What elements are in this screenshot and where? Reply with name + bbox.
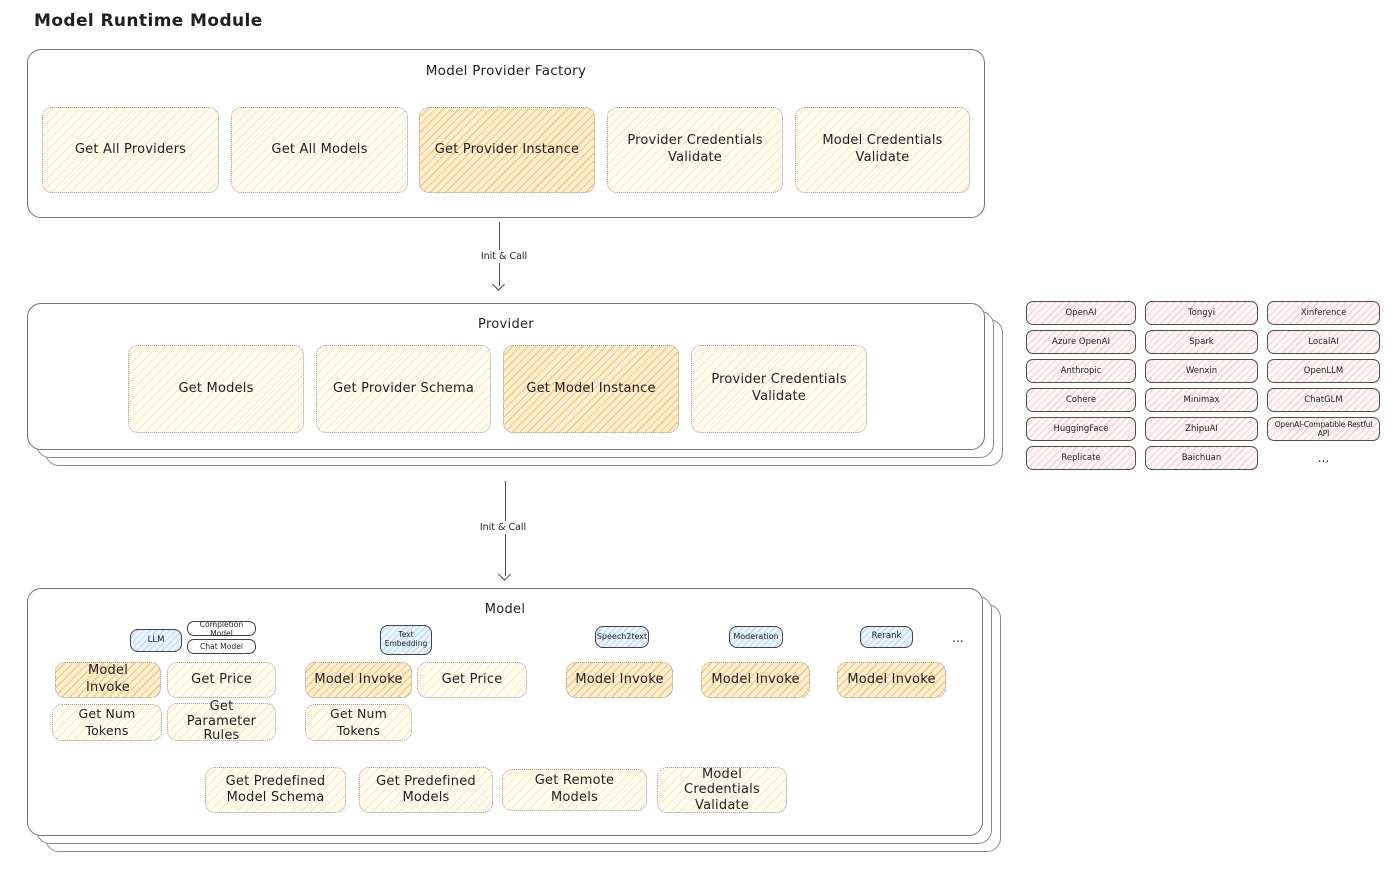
node-provider-credentials-validate-2: Provider Credentials Validate bbox=[691, 345, 867, 433]
vendor-spark: Spark bbox=[1145, 330, 1258, 354]
tag-moderation: Moderation bbox=[729, 626, 783, 648]
node-get-all-models: Get All Models bbox=[231, 107, 408, 193]
vendor-tongyi: Tongyi bbox=[1145, 301, 1258, 325]
vendor-openllm: OpenLLM bbox=[1267, 359, 1380, 383]
node-te-get-price: Get Price bbox=[417, 662, 527, 698]
tag-more-ellipsis: ... bbox=[952, 631, 964, 645]
vendor-minimax: Minimax bbox=[1145, 388, 1258, 412]
node-te-model-invoke: Model Invoke bbox=[305, 662, 412, 698]
vendor-cohere: Cohere bbox=[1026, 388, 1136, 412]
vendor-openai: OpenAI bbox=[1026, 301, 1136, 325]
node-llm-get-parameter-rules: Get Parameter Rules bbox=[167, 699, 276, 743]
node-get-models: Get Models bbox=[128, 345, 304, 433]
vendor-anthropic: Anthropic bbox=[1026, 359, 1136, 383]
tag-text-embedding: Text Embedding bbox=[380, 625, 432, 655]
vendor-replicate: Replicate bbox=[1026, 446, 1136, 470]
arrowhead-down-icon-2 bbox=[498, 568, 511, 581]
diagram-title: Model Runtime Module bbox=[34, 11, 263, 31]
node-get-provider-instance: Get Provider Instance bbox=[419, 107, 595, 193]
node-get-remote-models: Get Remote Models bbox=[502, 769, 647, 811]
node-rerank-model-invoke: Model Invoke bbox=[837, 662, 946, 698]
tag-completion-model: Completion Model bbox=[187, 620, 256, 638]
node-te-get-num-tokens: Get Num Tokens bbox=[305, 704, 412, 741]
node-get-provider-schema: Get Provider Schema bbox=[316, 345, 491, 433]
node-provider-credentials-validate: Provider Credentials Validate bbox=[607, 107, 783, 193]
arrow-label-init-call-2: Init & Call bbox=[475, 521, 531, 534]
arrowhead-down-icon bbox=[492, 278, 505, 291]
vendor-more-ellipsis: ... bbox=[1317, 451, 1330, 465]
vendor-xinference: Xinference bbox=[1267, 301, 1380, 325]
node-get-predefined-models: Get Predefined Models bbox=[359, 767, 493, 813]
node-llm-get-num-tokens: Get Num Tokens bbox=[52, 704, 162, 741]
model-label: Model bbox=[484, 602, 526, 617]
tag-llm: LLM bbox=[130, 629, 182, 652]
node-moderation-model-invoke: Model Invoke bbox=[701, 662, 810, 698]
tag-chat-model: Chat Model bbox=[187, 639, 256, 654]
node-get-predefined-model-schema: Get Predefined Model Schema bbox=[205, 767, 346, 813]
tag-speech2text: Speech2text bbox=[595, 626, 649, 648]
node-get-model-instance: Get Model Instance bbox=[503, 345, 679, 433]
node-llm-model-invoke: Model Invoke bbox=[55, 662, 161, 698]
node-s2t-model-invoke: Model Invoke bbox=[566, 662, 673, 698]
vendor-baichuan: Baichuan bbox=[1145, 446, 1258, 470]
node-model-credentials-validate-2: Model Credentials Validate bbox=[657, 767, 787, 813]
vendor-zhipuai: ZhipuAI bbox=[1145, 417, 1258, 441]
node-get-all-providers: Get All Providers bbox=[42, 107, 219, 193]
vendor-huggingface: HuggingFace bbox=[1026, 417, 1136, 441]
vendor-chatglm: ChatGLM bbox=[1267, 388, 1380, 412]
provider-vendor-grid: OpenAI Tongyi Xinference Azure OpenAI Sp… bbox=[1026, 301, 1380, 470]
vendor-localai: LocalAI bbox=[1267, 330, 1380, 354]
vendor-wenxin: Wenxin bbox=[1145, 359, 1258, 383]
node-llm-get-price: Get Price bbox=[167, 662, 276, 698]
factory-label: Model Provider Factory bbox=[425, 63, 587, 79]
node-model-credentials-validate: Model Credentials Validate bbox=[795, 107, 970, 193]
vendor-azure-openai: Azure OpenAI bbox=[1026, 330, 1136, 354]
vendor-openai-compatible-restful-api: OpenAI-Compatible Restful API bbox=[1267, 417, 1380, 441]
tag-rerank: Rerank bbox=[860, 626, 913, 648]
provider-label: Provider bbox=[478, 317, 534, 332]
arrow-label-init-call-1: Init & Call bbox=[476, 250, 532, 263]
